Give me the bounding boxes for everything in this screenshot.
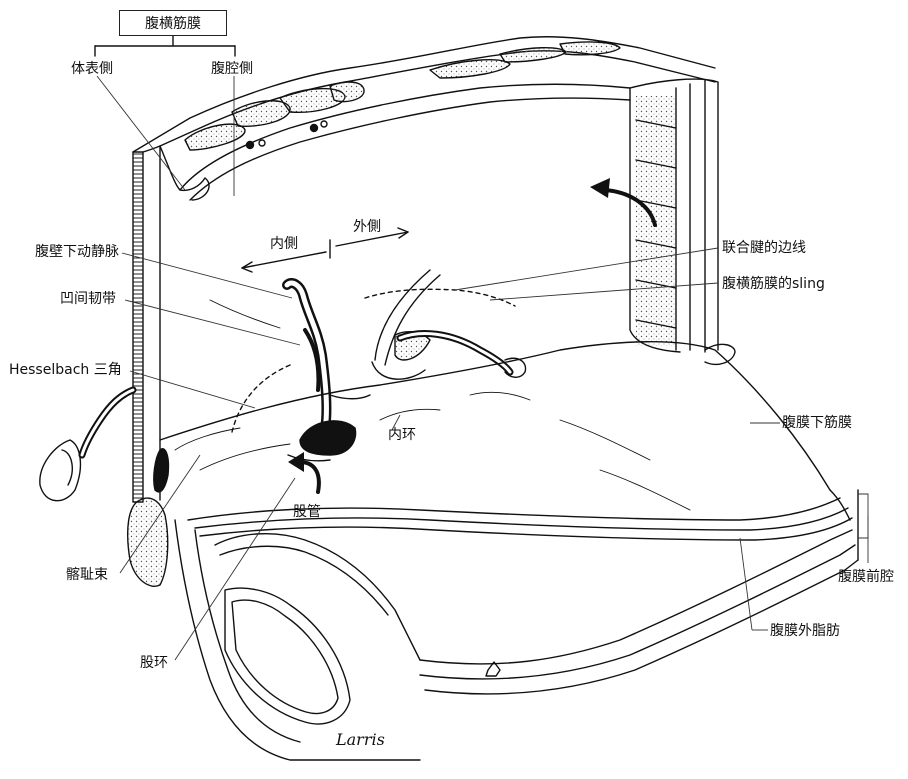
label-femoral-canal: 股管 [293,504,321,520]
inferior-epigastric-vessels [282,278,371,462]
fascia-strands [174,299,691,511]
title-bracket [94,35,236,57]
label-interfoveolar-ligament: 凹间韧带 [60,291,116,307]
artist-signature: Larris [336,730,385,749]
upward-arrow-icon [603,188,657,227]
hesselbach-dashed-boundary [231,364,291,433]
anterior-abdominal-wall [132,36,716,503]
label-iliopubic-tract: 髂耻束 [66,567,108,583]
deep-ring-structures [371,269,527,380]
direction-arrows [241,227,409,273]
label-medial: 内側 [270,236,298,252]
title-box: 腹横筋膜 [119,10,227,36]
lateral-abdominal-wall [629,78,736,366]
label-preperitoneal-space: 腹膜前腔 [838,569,894,585]
label-transversalis-fascia-sling: 腹横筋膜的sling [722,276,825,292]
label-subperitoneal-fascia: 腹膜下筋膜 [782,415,852,431]
label-femoral-ring: 股环 [140,655,168,671]
label-lateral: 外側 [353,219,381,235]
label-conjoint-tendon-edge: 联合腱的边线 [722,240,806,256]
pelvic-cross-section [127,448,421,761]
sling-dashed-line [364,288,516,307]
label-abdominal-cavity-side: 腹腔側 [211,61,253,77]
label-inferior-epigastric-vessels: 腹壁下动静脉 [35,244,119,260]
label-body-surface-side: 体表側 [71,61,113,77]
peritoneum-sheet [159,341,859,695]
label-extraperitoneal-fat: 腹膜外脂肪 [770,623,840,639]
label-hesselbach-triangle: Hesselbach 三角 [9,362,122,378]
label-deep-inguinal-ring: 内环 [388,427,416,443]
spermatic-cord-left [39,386,137,502]
leader-lines [96,75,869,661]
